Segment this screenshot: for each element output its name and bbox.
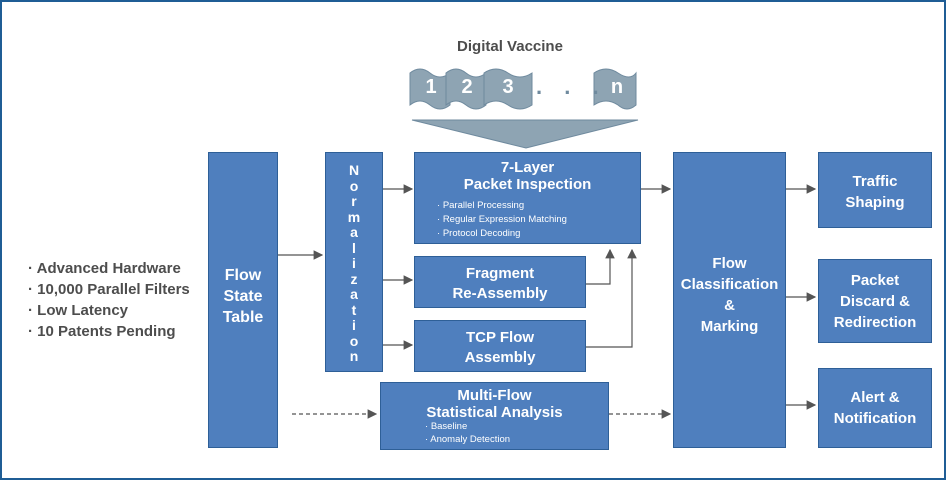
flow-classification-line1: Flow [712, 255, 747, 272]
scroll-label-3: 3 [502, 76, 514, 98]
arrow-frag-dpi [586, 248, 615, 285]
alert-notification-box: Alert & Notification [818, 368, 932, 448]
packet-inspection-box: 7-Layer Packet Inspection Parallel Proce… [414, 152, 641, 244]
scroll-n [593, 68, 637, 110]
bullet-item: Baseline [425, 421, 510, 434]
digital-vaccine-scrolls [409, 68, 637, 110]
fragment-line2: Re-Assembly [452, 285, 548, 302]
flow-state-table-line1: Flow [224, 267, 262, 284]
alert-line2: Notification [833, 410, 917, 427]
bullet-item: Regular Expression Matching [437, 213, 567, 227]
scroll-label-1: 1 [425, 76, 437, 98]
feature-item: 10,000 Parallel Filters [28, 279, 190, 300]
bullet-item: Anomaly Detection [425, 434, 510, 447]
flow-classification-line3: & [724, 297, 735, 314]
tcp-flow-line2: Assembly [464, 349, 536, 366]
fragment-reassembly-box: Fragment Re-Assembly [414, 256, 586, 308]
bullet-item: Protocol Decoding [437, 227, 567, 241]
flow-state-table-line2: State [223, 288, 263, 305]
scroll-2 [445, 68, 487, 110]
feature-list: Advanced Hardware 10,000 Parallel Filter… [28, 258, 190, 342]
traffic-shaping-box: Traffic Shaping [818, 152, 932, 228]
packet-inspection-line1: 7-Layer [500, 159, 555, 176]
packet-discard-line3: Redirection [833, 314, 917, 331]
fragment-line1: Fragment [465, 265, 535, 282]
scroll-label-n: n [610, 76, 624, 98]
tcp-flow-line1: TCP Flow [465, 329, 535, 346]
packet-inspection-line2: Packet Inspection [463, 176, 592, 194]
alert-line1: Alert & [850, 389, 900, 406]
traffic-shaping-line2: Shaping [845, 194, 905, 211]
flow-state-table-line3: Table [222, 309, 264, 326]
packet-discard-line1: Packet [850, 272, 900, 289]
multi-flow-line1: Multi-Flow [457, 387, 532, 404]
arrow-tcp-dpi [586, 248, 637, 348]
feature-item: 10 Patents Pending [28, 321, 190, 342]
multi-flow-analysis-box: Multi-Flow Statistical Analysis Baseline… [380, 382, 609, 450]
feature-item: Advanced Hardware [28, 258, 190, 279]
scroll-ellipsis: . . . [536, 74, 607, 99]
packet-inspection-bullets: Parallel Processing Regular Expression M… [437, 199, 567, 240]
scroll-3 [483, 68, 533, 110]
traffic-shaping-line1: Traffic [852, 173, 898, 190]
feature-item: Low Latency [28, 300, 190, 321]
multi-flow-line2: Statistical Analysis [426, 404, 563, 421]
multi-flow-bullets: Baseline Anomaly Detection [425, 421, 510, 447]
scroll-1 [409, 68, 451, 110]
flow-state-table-box: Flow State Table [208, 152, 278, 448]
packet-discard-line2: Discard & [839, 293, 911, 310]
flow-classification-box: Flow Classification & Marking [673, 152, 786, 448]
flow-classification-line2: Classification [680, 276, 779, 293]
vaccine-funnel [411, 119, 639, 149]
packet-discard-box: Packet Discard & Redirection [818, 259, 932, 343]
normalization-box: N o r m a l i z a t i o n [325, 152, 383, 372]
scroll-label-2: 2 [461, 76, 473, 98]
tcp-flow-assembly-box: TCP Flow Assembly [414, 320, 586, 372]
normalization-label: N o r m a l i z a t i o n [347, 162, 361, 364]
digital-vaccine-title: Digital Vaccine [457, 38, 563, 55]
flow-classification-line4: Marking [700, 318, 759, 335]
bullet-item: Parallel Processing [437, 199, 567, 213]
